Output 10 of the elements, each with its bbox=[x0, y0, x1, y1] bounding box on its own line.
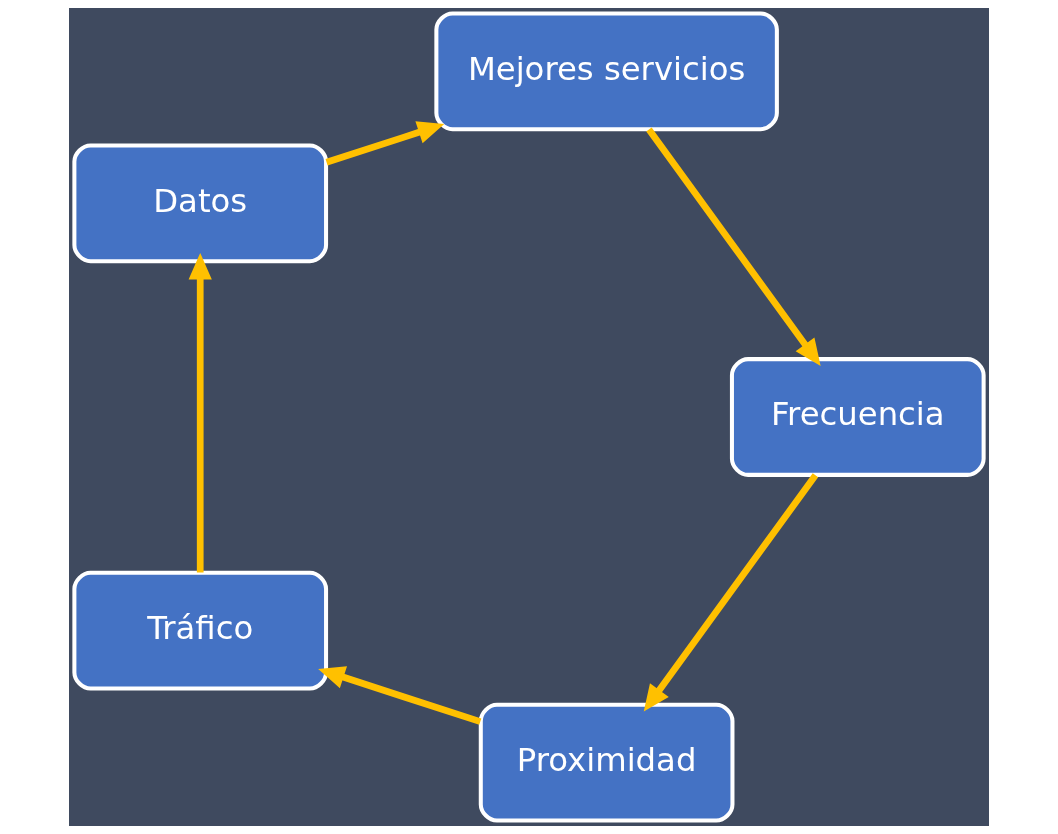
node-box: Tráfico bbox=[72, 570, 329, 691]
arrow bbox=[646, 127, 821, 366]
node-box: Proximidad bbox=[478, 702, 735, 823]
arrow bbox=[318, 666, 482, 725]
node-box: Frecuencia bbox=[729, 357, 986, 477]
arrow bbox=[325, 121, 445, 166]
node-box: Datos bbox=[72, 143, 329, 264]
arrow bbox=[188, 252, 212, 573]
arrow bbox=[643, 473, 819, 712]
node-box: Mejores servicios bbox=[434, 11, 779, 132]
